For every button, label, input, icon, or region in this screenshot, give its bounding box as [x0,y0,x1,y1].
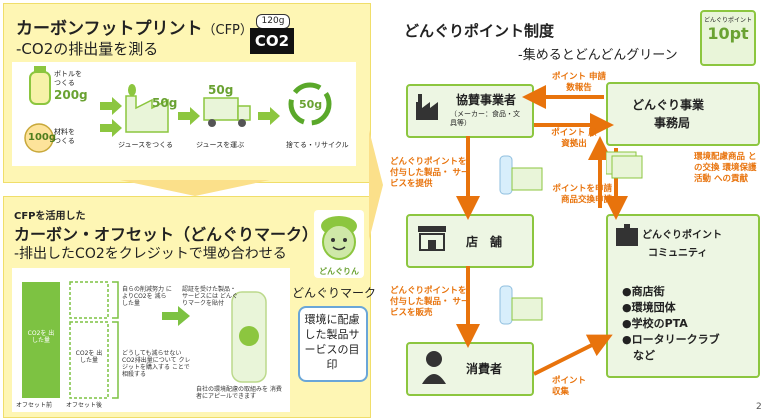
factory-icon [416,94,438,120]
env-label-box [298,306,368,382]
node-store [406,214,534,268]
recycle-icon [288,82,332,126]
label-store-to-consumer: どんぐりポイントを 付与した製品・ サービスを販売 [390,286,470,318]
office-label-2: 事務局 [654,116,691,130]
store-icon [418,226,446,251]
juice-value: 50g [152,96,178,110]
arrow-icon [100,119,122,137]
community-item: など [622,349,655,362]
label-env-exchange: 環境配慮商品 との交換 環境保護活動 への貢献 [694,152,757,184]
mark-label: どんぐりマーク [292,286,377,300]
bar2-label: CO2を 出した量 [75,350,103,364]
label-sponsor-to-store: どんぐりポイントを 付与した製品・ サービスを提供 [390,157,470,189]
truck-label: ジュースを運ぶ [196,141,245,149]
building-icon [616,224,638,246]
axis-after: オフセット後 [66,402,103,409]
consumer-label: 消費者 [466,362,503,376]
bar-after [69,321,109,399]
logo-top: どんぐりポイント [703,17,752,24]
bottle-value: 200g [54,88,88,102]
node-office [606,82,760,146]
note-credit: どうしても減らせない CO2排出量について クレジットを購入する ことで相殺する [122,350,191,378]
bar-before [22,282,60,398]
recycle-label: 捨てる・リサイクル [286,141,349,149]
arrow-icon [178,107,200,125]
community-item: ●学校のPTA [622,317,688,330]
arrow-icon [100,97,122,115]
note-certified: 認証を受けた製品・ サービスには どんぐりマークを貼付 [182,286,238,307]
axis-before: オフセット前 [16,402,53,409]
panel-arrow [120,180,270,196]
note-reduction: 自らの削減努力 によりCO2を 減らした量 [122,286,172,307]
community-label-2: コミュニティ [648,248,708,259]
bottle-point-icon [499,285,543,325]
note-appeal: 自社の環境配慮の取組みを 消費者にアピールできます [196,386,282,400]
label-collect: ポイント 収集 [552,376,587,397]
label-apply-exchange: ポイントを申請 商品交換申請 [552,184,612,205]
sponsor-sub: （メーカー：食品・文具等） [450,110,520,127]
page-number: 2 [756,402,762,412]
store-label: 店 舗 [466,235,503,249]
person-icon [422,351,446,384]
point-subtitle: -集めるとどんどんグリーン [518,48,678,63]
material-icon [24,123,54,153]
label-point-report: ポイント 申請数報告 [552,72,606,93]
donguri-point-logo: どんぐりポイント 10pt [700,10,756,66]
cfp-figure-graphics [24,66,332,153]
point-cards-icon [606,151,643,179]
community-list: ●商店街 ●環境団体 ●学校のPTA ●ロータリークラブ など [622,284,720,364]
logo-value: 10pt [707,24,749,43]
bottle-icon [29,71,51,105]
badge-unit: CO2 [250,28,294,54]
transition-arrow [369,130,383,240]
office-label-1: どんぐり事業 [632,98,705,112]
offset-figure-graphics [22,281,267,399]
point-title: どんぐりポイント制度 [404,22,555,40]
mascot-name: どんぐりん [319,267,359,276]
community-label-1: どんぐりポイント [642,230,722,241]
sponsor-label: 協賛事業者 [456,93,517,107]
donguri-mascot: どんぐりん [314,210,364,278]
offset-subtitle: -排出したCO2をクレジットで埋め合わせる [14,246,287,262]
bar1-label: CO2を 出した量 [27,330,55,344]
recycle-value: 50g [299,98,323,111]
material-value: 100g [28,132,57,143]
cfp-title: カーボンフットプリント（CFP） [16,19,253,39]
co2-badge: 120g CO2 [250,14,294,54]
material-label: 材料を つくる [54,128,75,145]
env-label: 環境に配慮した製品サービスの目印 [304,313,360,371]
label-point-fund: ポイント 原資拠出 [551,128,597,149]
bottle-label: ボトルを つくる [54,70,82,87]
bar-reduced [69,281,109,319]
community-item: ●環境団体 [622,301,676,314]
offset-pretitle: CFPを活用した [14,211,86,222]
bottle-point-icon [499,155,543,195]
community-item: ●ロータリークラブ [622,333,720,346]
truck-value: 50g [208,83,234,97]
offset-title: カーボン・オフセット（どんぐりマーク） [14,225,319,244]
community-item: ●商店街 [622,285,665,298]
arrow-icon [162,306,190,326]
badge-value: 120g [256,14,290,29]
factory-icon [125,95,169,133]
flow-arrows [456,85,628,376]
acorn-icon [321,216,357,260]
truck-icon [203,97,239,121]
arrow-icon [258,107,280,125]
cfp-subtitle: -CO2の排出量を測る [16,40,159,58]
juice-label: ジュースをつくる [118,141,174,149]
